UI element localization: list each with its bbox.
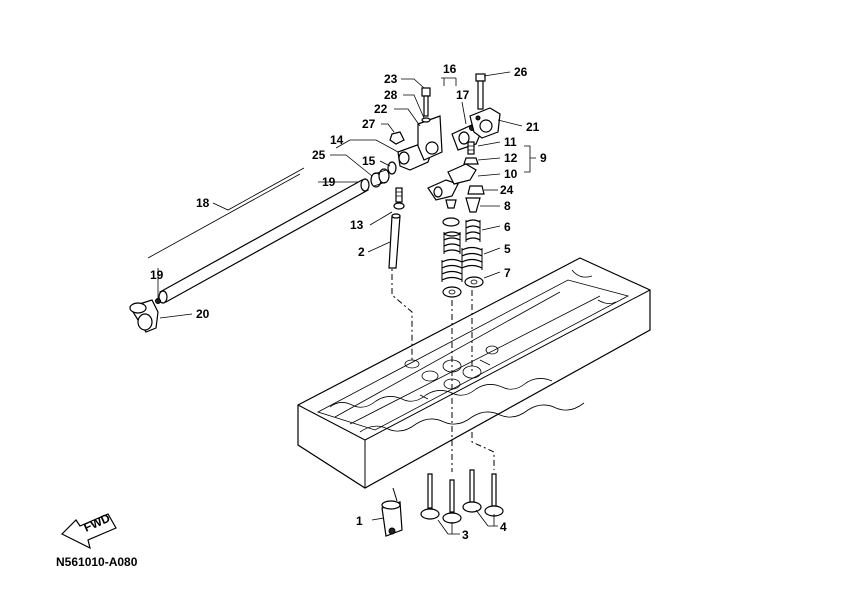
callout-15: 15 [362,154,376,168]
rocker-arm-lower [427,179,459,201]
adjuster-screw-11 [467,141,475,155]
bolt-26 [475,73,486,110]
intake-valves [420,473,462,524]
shaft-spring [370,168,390,188]
adjuster-nut-12 [463,157,479,165]
callout-19-bracket: 19 [150,268,164,282]
callout-9: 9 [540,151,547,165]
callout-7: 7 [504,266,511,280]
valve-lifter [381,487,403,537]
callout-20: 20 [196,307,210,321]
exhaust-valves [462,469,504,517]
callout-21: 21 [526,120,540,134]
valve-stack-right [461,197,484,288]
drawing-code: N561010-A080 [56,555,138,569]
callout-17: 17 [456,88,470,102]
callout-12: 12 [504,151,518,165]
shaft-washer [387,161,397,175]
callout-28: 28 [384,88,398,102]
callout-14: 14 [330,133,344,147]
callout-6: 6 [504,220,511,234]
callout-27: 27 [362,117,376,131]
rocker-arm-10 [447,163,477,185]
leader-lines [147,71,536,535]
callout-25: 25 [312,148,326,162]
valve-stack-left [441,199,463,298]
callout-3: 3 [462,528,469,542]
shaft-end-bracket [129,298,161,333]
callout-13: 13 [350,218,364,232]
callout-19-shaft: 19 [322,175,336,189]
washer-28 [421,117,431,123]
callout-10: 10 [504,167,518,181]
adjuster-24 [467,185,485,195]
callout-24: 24 [500,183,514,197]
callout-8: 8 [504,199,511,213]
assembly-guide-lines [391,260,495,472]
callout-23: 23 [384,72,398,86]
bolt-23 [421,87,431,117]
nut-27 [389,131,405,145]
callout-5: 5 [504,242,511,256]
callout-22: 22 [374,102,388,116]
callout-4: 4 [500,520,507,534]
pushrod [388,213,401,269]
adjusting-screw [393,187,405,210]
callout-18: 18 [196,196,210,210]
rocker-bracket-22 [417,115,443,161]
callout-16: 16 [443,62,457,76]
callout-numbers: 1 2 3 4 5 6 7 8 9 10 11 12 13 14 15 16 1… [150,62,547,542]
callout-2: 2 [358,245,365,259]
callout-1: 1 [356,514,363,528]
callout-26: 26 [514,65,528,79]
fwd-arrow-icon: FWD [60,511,117,550]
callout-11: 11 [504,135,517,149]
rocker-bracket-21 [469,107,501,139]
cylinder-head [297,257,651,489]
rocker-shaft [158,178,370,304]
